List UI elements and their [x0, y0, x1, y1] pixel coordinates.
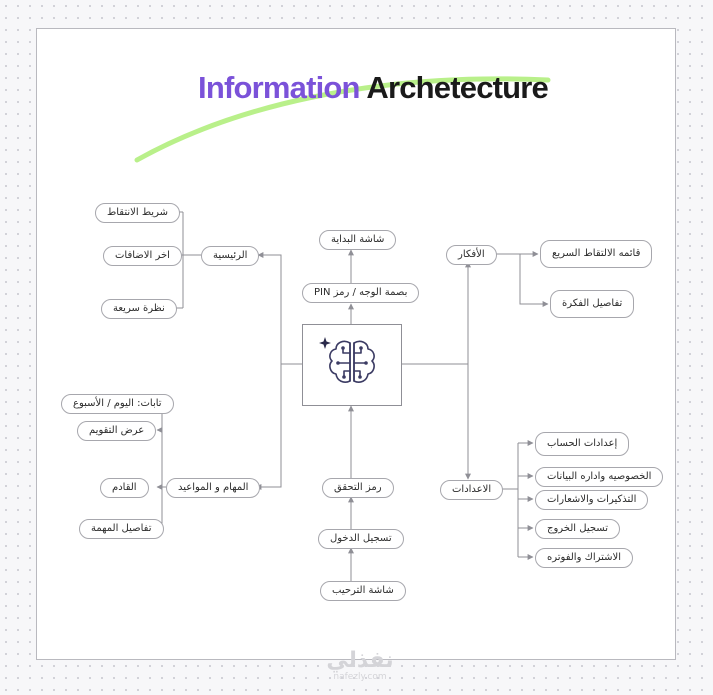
node-account-settings: إعدادات الحساب: [535, 432, 630, 456]
node-quick-glance: نظرة سريعة: [101, 299, 177, 319]
node-tasks-appointments: المهام و المواعيد: [166, 478, 261, 498]
node-login: تسجيل الدخول: [318, 529, 404, 549]
node-task-details: تفاصيل المهمة: [79, 519, 164, 539]
node-quick-capture-list: قائمه الالتقاط السريع: [540, 240, 653, 268]
title-part-archetecture: Archetecture: [366, 70, 548, 105]
node-privacy-data: الخصوصيه واداره البيانات: [535, 467, 664, 487]
node-splash-screen: شاشة البداية: [319, 230, 397, 250]
node-logout: تسجيل الخروج: [535, 519, 621, 539]
watermark: نفذلي nafezly.com: [310, 650, 410, 682]
brain-circuit-icon: [319, 337, 375, 383]
node-reminders-notifications: التذكيرات والاشعارات: [535, 490, 649, 510]
node-idea-details: تفاصيل الفكرة: [550, 290, 635, 318]
watermark-site: nafezly.com: [333, 672, 387, 682]
node-verification-code: رمز التحقق: [322, 478, 394, 498]
node-recent-additions: اخر الاضافات: [103, 246, 182, 266]
central-brain-node: [302, 324, 402, 406]
node-faceid-pin: بصمة الوجه / رمز PIN: [302, 283, 420, 303]
node-tabs-today-week: تابات: اليوم / الأسبوع: [61, 394, 174, 414]
node-subscription-billing: الاشتراك والفوتره: [535, 548, 634, 568]
node-upcoming: القادم: [100, 478, 149, 498]
watermark-brand: نفذلي: [326, 648, 394, 673]
node-ideas: الأفكار: [446, 245, 497, 265]
node-home: الرئيسية: [201, 246, 260, 266]
node-calendar-view: عرض التقويم: [77, 421, 157, 441]
node-settings: الاعدادات: [440, 480, 504, 500]
node-welcome-screen: شاشة الترحيب: [320, 581, 406, 601]
title-part-information: Information: [198, 70, 360, 105]
node-capture-bar: شريط الانتقاط: [95, 203, 180, 223]
page-title: Information Archetecture: [198, 70, 549, 106]
